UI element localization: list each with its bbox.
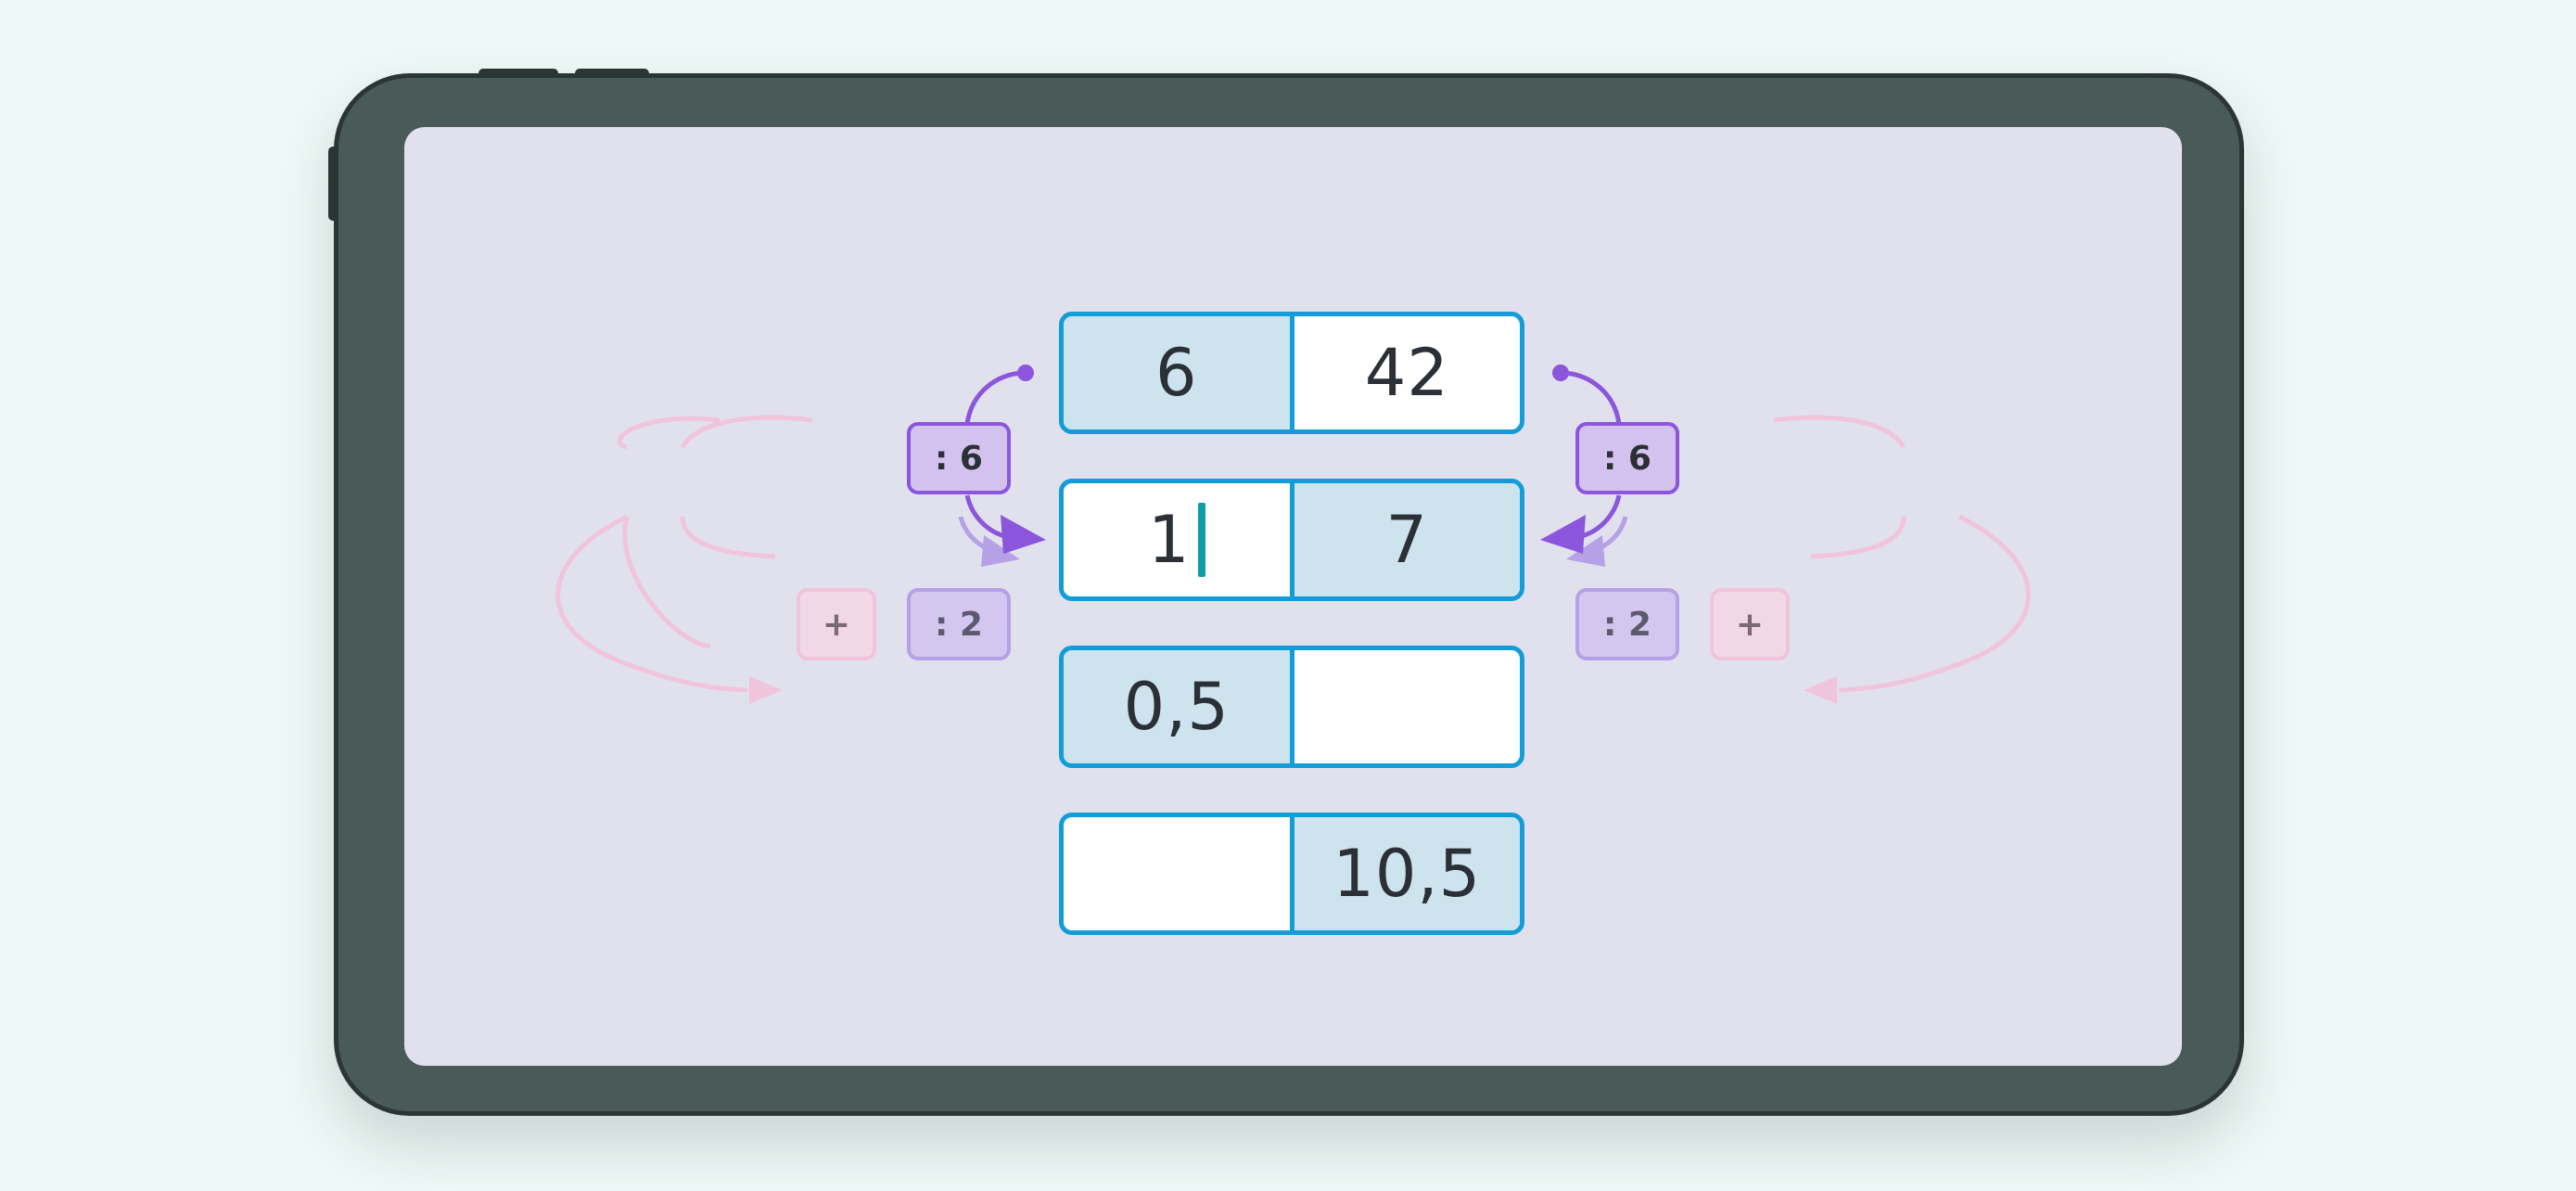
plus-arrow-left: [617, 416, 721, 450]
divide6-arrowhead-left: [1001, 515, 1046, 554]
divide6-operator-left: : 6: [907, 422, 1011, 494]
volume-down-button: [575, 69, 649, 77]
row4-right-cell[interactable]: 10,5: [1289, 817, 1520, 930]
row1-right-cell[interactable]: 42: [1289, 316, 1521, 429]
plus-arrow-right-inner: [1810, 516, 1906, 559]
row4-left-cell[interactable]: [1064, 817, 1290, 930]
divide2-arrowhead-right: [1566, 535, 1605, 567]
row2-left-cell[interactable]: 1: [1064, 483, 1290, 596]
plus-arrow-left-outer: [680, 415, 813, 449]
row2-left-value: 1: [1147, 502, 1191, 578]
divide6-arrow-right-top: [1562, 370, 1622, 425]
arrows-diagram: [555, 365, 2031, 704]
text-cursor: [1197, 503, 1205, 577]
table-row-2: 1 7: [1059, 479, 1524, 601]
divide6-operator-right: : 6: [1575, 422, 1679, 494]
table-row-3: 0,5: [1059, 646, 1524, 768]
divide6-arrow-left-top: [964, 370, 1025, 425]
plus-arrow-left-long: [555, 514, 748, 693]
tablet-screen: : 6 : 6 : 2 : 2 + + 6 42 1 7 0,5 10,5: [404, 127, 2182, 1066]
row1-left-cell[interactable]: 6: [1064, 316, 1290, 429]
table-row-1: 6 42: [1059, 312, 1524, 434]
add-operator-right: +: [1710, 588, 1790, 660]
divide2-arrowhead-left: [981, 535, 1020, 567]
plus-arrow-right-long: [1838, 514, 2031, 693]
plus-arrow-right-outer: [1773, 415, 1906, 449]
divide6-start-dot-left: [1017, 365, 1034, 381]
row3-left-cell[interactable]: 0,5: [1064, 650, 1290, 763]
plus-arrowhead-right: [1804, 676, 1837, 704]
plus-arrow-left-inner: [680, 516, 776, 559]
divide6-arrowhead-right: [1540, 515, 1586, 554]
plus-arrowhead-left: [749, 676, 783, 704]
divide6-start-dot-right: [1552, 365, 1569, 381]
divide2-operator-left: : 2: [907, 588, 1011, 660]
power-button: [328, 147, 338, 221]
row3-right-cell[interactable]: [1289, 650, 1521, 763]
volume-up-button: [478, 69, 558, 77]
add-operator-left: +: [797, 588, 876, 660]
row2-right-cell[interactable]: 7: [1289, 483, 1520, 596]
divide2-operator-right: : 2: [1575, 588, 1679, 660]
plus-arrow-left-return: [622, 516, 711, 649]
table-row-4: 10,5: [1059, 813, 1524, 935]
